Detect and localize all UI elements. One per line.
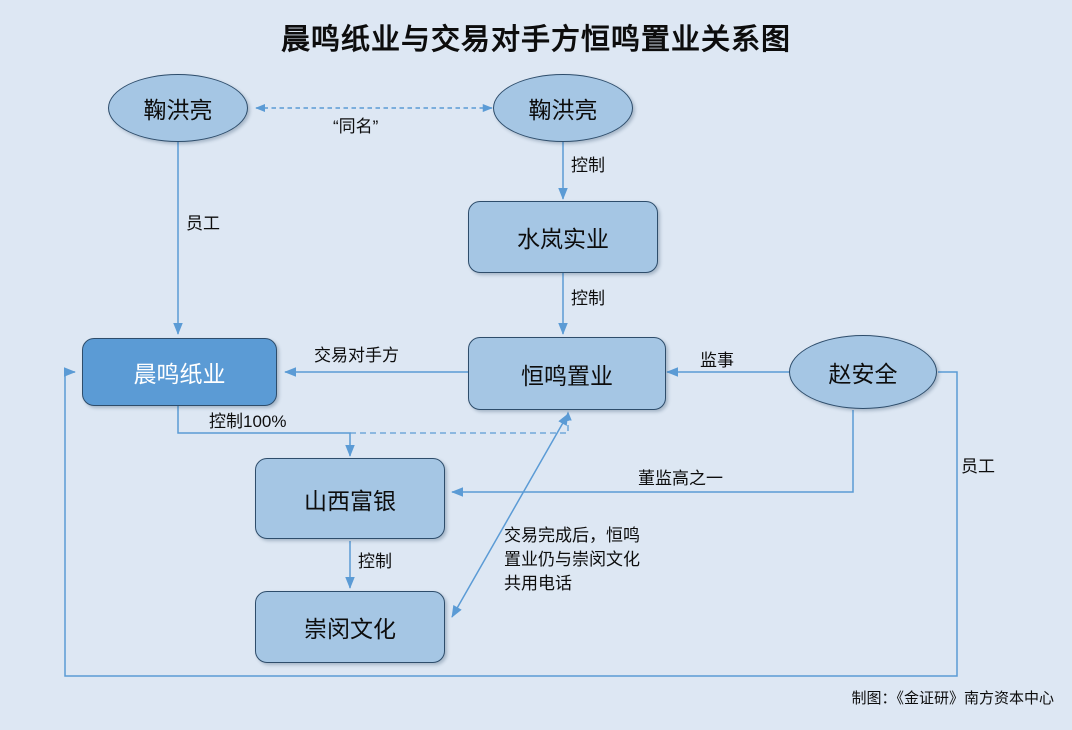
node-shanxi-fuyin[interactable]: 山西富银 [255, 458, 445, 539]
edge-label-kongzhi-100: 控制100% [209, 412, 287, 431]
node-ju-hongliang-right[interactable]: 鞠洪亮 [493, 74, 633, 142]
node-zhao-anquan[interactable]: 赵安全 [789, 335, 937, 409]
edge-dashed-hengming [350, 411, 572, 434]
edge-label-yuangong-2: 员工 [961, 457, 995, 476]
edge-yuangong-2 [63, 367, 958, 677]
node-label: 晨鸣纸业 [133, 361, 226, 387]
edge-label-tongming: “同名” [333, 117, 379, 136]
edge-dongjiangao [451, 410, 854, 497]
edge-kongzhi-100 [177, 406, 355, 457]
node-label: 山西富银 [304, 487, 396, 514]
edge-label-kongzhi-3: 控制 [358, 552, 392, 571]
node-label: 赵安全 [828, 361, 898, 387]
node-label: 崇闵文化 [304, 616, 396, 642]
page-title: 晨鸣纸业与交易对手方恒鸣置业关系图 [280, 24, 791, 56]
node-chongmin-wenhua[interactable]: 崇闵文化 [255, 591, 445, 663]
edge-label-jianshi: 监事 [700, 351, 734, 370]
node-shuilan-shiye[interactable]: 水岚实业 [468, 201, 658, 273]
annotation-line-3: 共用电话 [504, 574, 572, 594]
edge-gongyongdianhua [451, 413, 569, 618]
node-label: 鞠洪亮 [528, 97, 598, 123]
credit-footer: 制图：《金证研》南方资本中心 [851, 690, 1054, 707]
node-chenming-zhiye[interactable]: 晨鸣纸业 [82, 338, 277, 406]
annotation-line-2: 置业仍与崇闵文化 [504, 550, 640, 570]
annotation-line-1: 交易完成后，恒鸣 [504, 526, 640, 545]
node-ju-hongliang-left[interactable]: 鞠洪亮 [108, 74, 248, 142]
node-label: 鞠洪亮 [143, 97, 213, 123]
edge-label-gongyongdianhua: 交易完成后，恒鸣 置业仍与崇闵文化 共用电话 [504, 524, 640, 596]
edge-label-kongzhi-2: 控制 [571, 289, 605, 308]
node-label: 恒鸣置业 [521, 362, 613, 389]
edge-label-dongjiangao: 董监高之一 [638, 469, 723, 488]
edge-label-jiaoyiduishoufang: 交易对手方 [314, 346, 399, 365]
edge-label-yuangong-1: 员工 [186, 214, 220, 233]
node-label: 水岚实业 [517, 226, 609, 252]
edge-label-kongzhi-1: 控制 [571, 156, 605, 175]
node-hengming-zhiye[interactable]: 恒鸣置业 [468, 337, 666, 410]
